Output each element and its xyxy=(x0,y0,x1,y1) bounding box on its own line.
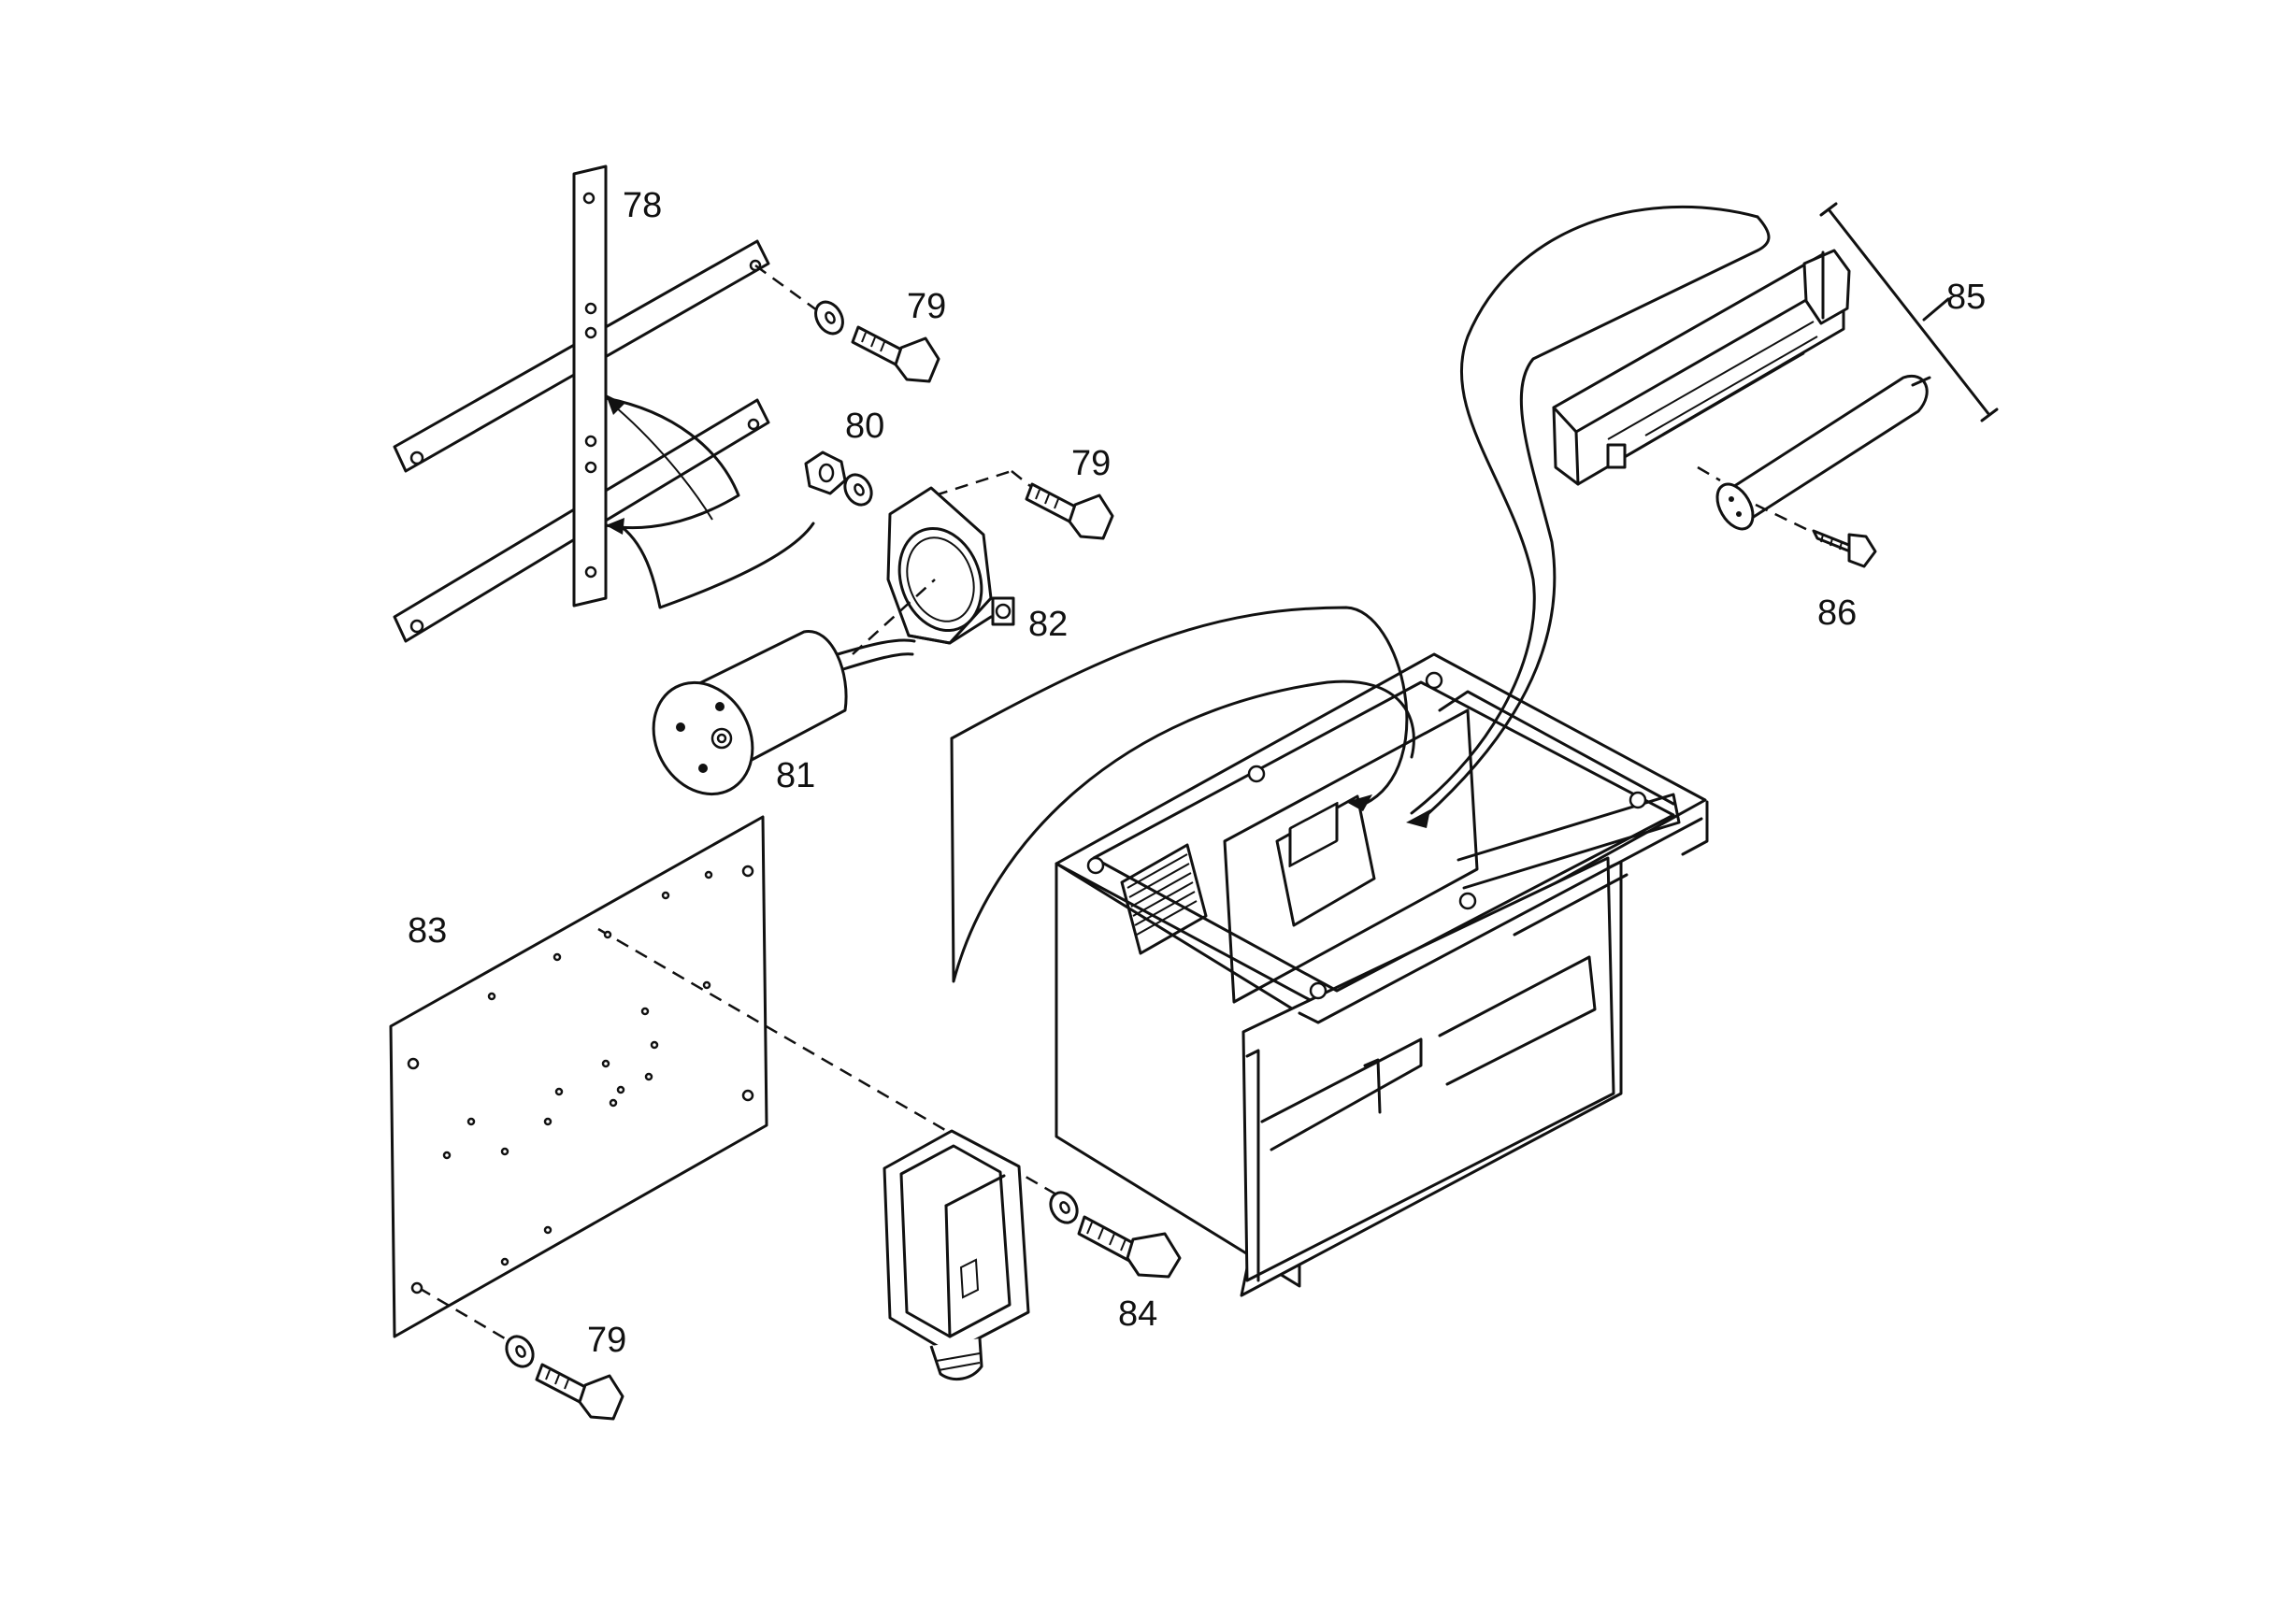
callout-82: 82 xyxy=(1028,605,1068,644)
motor-81 xyxy=(652,630,916,796)
insertion-arrows xyxy=(950,206,1771,983)
callout-79-bottom: 79 xyxy=(587,1321,626,1360)
bolt-79-bottom xyxy=(535,1363,624,1421)
callout-84: 84 xyxy=(1118,1294,1157,1334)
junction-box xyxy=(883,1129,1030,1381)
fluorescent-tube xyxy=(1715,374,1931,531)
cap-screw-84 xyxy=(1077,1215,1182,1279)
screw-86 xyxy=(1812,529,1877,568)
washer-79-bottom xyxy=(505,1335,535,1368)
callout-80: 80 xyxy=(845,407,884,446)
callout-79-middle: 79 xyxy=(1071,444,1111,483)
panel-83 xyxy=(389,815,1057,1340)
callout-86: 86 xyxy=(1817,593,1857,633)
callout-79-top: 79 xyxy=(907,287,946,326)
washer-84 xyxy=(1049,1191,1079,1224)
bolt-79-top xyxy=(851,325,940,383)
bolt-79-middle xyxy=(1025,482,1114,540)
cabinet-housing xyxy=(1055,652,1709,1297)
callout-83: 83 xyxy=(408,911,447,951)
light-fitting-85 xyxy=(1552,249,1851,486)
callout-labels: 78 79 80 79 82 81 83 79 84 85 86 xyxy=(408,186,1986,1360)
transfer-arrow-sheet xyxy=(604,394,815,609)
callout-78: 78 xyxy=(623,186,662,225)
bracket-line-85 xyxy=(1819,202,1999,422)
callout-81: 81 xyxy=(776,756,815,795)
washer-79-top xyxy=(814,300,844,336)
washer-80 xyxy=(843,473,873,507)
callout-85: 85 xyxy=(1946,278,1986,317)
nut-80 xyxy=(804,450,847,495)
panel-holes xyxy=(407,865,754,1294)
vertical-mounting-bar xyxy=(572,164,608,608)
motor-bracket-82 xyxy=(852,486,1015,655)
